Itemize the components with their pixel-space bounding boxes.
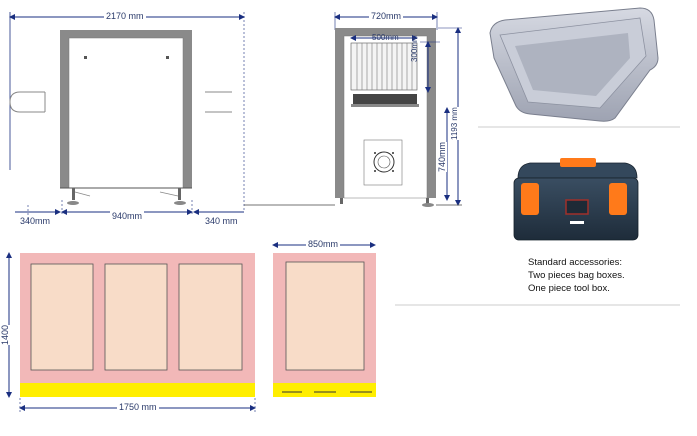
floor-panel [178,263,243,371]
fan-icon [373,151,395,173]
floor-depth-label: 1400 [0,324,10,345]
side-view [334,12,462,207]
bag-box-image [489,7,659,122]
left-conveyor [9,91,45,113]
front-side-left-label: 340mm [20,216,51,226]
front-width-label: 2170 mm [104,11,146,21]
accessories-line-2: One piece tool box. [528,283,610,294]
conveyor-belt [353,94,417,104]
floor-length-label: 1750 mm [117,402,159,412]
tool-box-image [513,158,639,241]
accessories-line-1: Two pieces bag boxes. [528,270,625,281]
side-tunnel-height-label: 300mm [410,35,419,62]
front-tunnel-width-label: 940mm [110,211,145,221]
floor-side-width-label: 850mm [306,239,341,249]
front-view [9,12,335,222]
side-total-height-label: 1193 mm [450,107,459,140]
side-belt-height-label: 740mm [437,141,447,172]
floor-plan [6,242,376,414]
side-tunnel-width-label: 500mm [372,33,399,42]
floor-panel [30,263,94,371]
front-machine-panel [68,37,184,189]
front-side-right-label: 340 mm [205,216,238,226]
floor-panel [285,261,365,371]
floor-strip [273,383,376,397]
floor-strip [20,383,255,397]
accessories-title: Standard accessories: [528,257,622,268]
side-width-label: 720mm [369,11,404,21]
floor-panel [104,263,168,371]
